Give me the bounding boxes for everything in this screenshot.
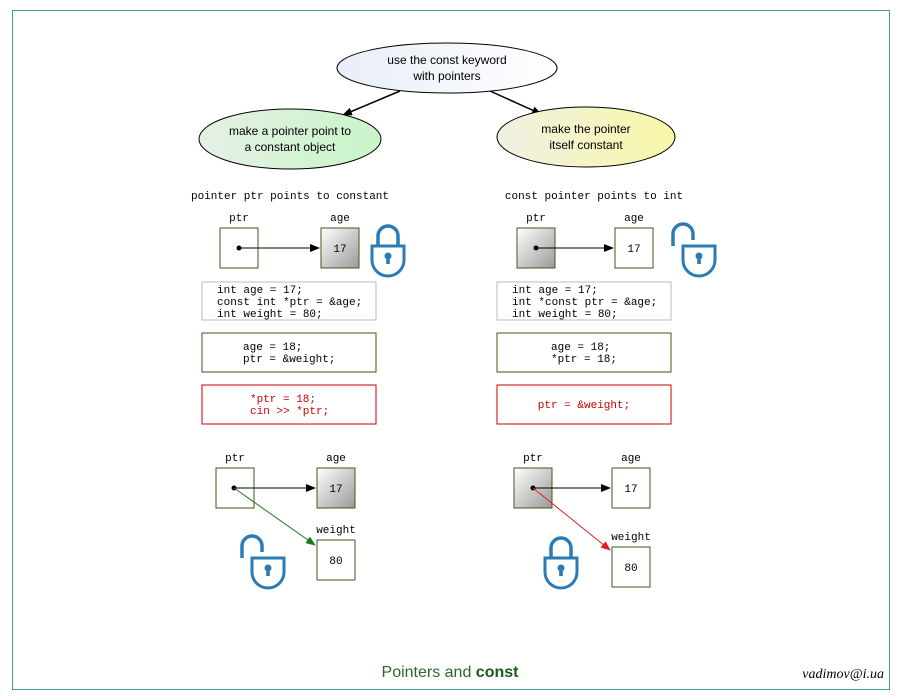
frame-border [12,10,890,690]
right-d2-weight-box [611,546,651,588]
left-d2-age-box [316,467,356,509]
caption-bold: const [475,664,519,681]
left-diagram-2: ptr age 17 weight 80 [215,453,356,590]
right-d2-arrow-weight [532,487,611,551]
right-d1-age-label: age [624,213,644,225]
left-code-decl: int age = 17; const int *ptr = &age; int… [201,281,377,321]
top-ellipse: use the const keyword with pointers [336,42,558,94]
left-decl-line: const int *ptr = &age; [217,297,362,309]
left-d1-age-value: 17 [333,244,346,256]
left-d1-ptr-label: ptr [229,213,249,225]
left-d2-weight-value: 80 [329,556,342,568]
left-d2-weight-box [316,539,356,581]
arrow-to-right [489,90,542,115]
left-d2-ptr-label: ptr [225,453,245,465]
left-ellipse-line1: make a pointer point to [229,124,351,138]
left-err-line: *ptr = 18; [250,394,316,406]
left-d1-age-box [320,227,360,269]
lock-closed-icon [543,536,579,590]
lock-open-icon [671,222,717,278]
left-ellipse: make a pointer point to a constant objec… [198,108,382,170]
right-decl-line: int age = 17; [512,285,598,297]
lock-closed-icon [370,224,406,278]
left-code-error: *ptr = 18; cin >> *ptr; [201,384,377,425]
right-decl-line: int *const ptr = &age; [512,297,657,309]
right-heading: const pointer points to int [505,191,683,203]
left-err-line: cin >> *ptr; [250,406,329,418]
left-d2-age-value: 17 [329,484,342,496]
right-d2-weight-label: weight [611,532,651,544]
left-d2-arrow-weight [233,487,316,546]
right-d2-age-box [611,467,651,509]
right-diagram-2: ptr age 17 weight 80 [513,453,651,590]
left-ok-line: ptr = &weight; [243,354,335,366]
left-code-ok: age = 18; ptr = &weight; [201,332,377,373]
right-d2-age-label: age [621,453,641,465]
right-code-error: ptr = &weight; [496,384,672,425]
left-decl-line: int weight = 80; [217,309,323,321]
top-ellipse-line2: with pointers [412,69,480,83]
right-diagram-1: ptr age 17 [516,213,717,278]
caption: Pointers and const [0,664,900,682]
right-decl-line: int weight = 80; [512,309,618,321]
right-ok-line: age = 18; [551,342,610,354]
left-diagram-1: ptr age 17 [219,213,406,278]
top-ellipse-line1: use the const keyword [387,53,506,67]
right-code-ok: age = 18; *ptr = 18; [496,332,672,373]
right-err-line: ptr = &weight; [538,400,630,412]
right-ellipse-line1: make the pointer [541,122,630,136]
arrow-to-left [342,90,401,116]
right-d2-ptr-label: ptr [523,453,543,465]
right-d2-age-value: 17 [624,484,637,496]
right-ellipse-line2: itself constant [549,138,623,152]
left-decl-line: int age = 17; [217,285,303,297]
right-code-decl: int age = 17; int *const ptr = &age; int… [496,281,672,321]
right-d1-ptr-label: ptr [526,213,546,225]
left-d2-age-label: age [326,453,346,465]
right-ok-line: *ptr = 18; [551,354,617,366]
right-d1-age-value: 17 [627,244,640,256]
caption-text: Pointers and [381,664,476,681]
author-credit: vadimov@i.ua [802,667,884,682]
left-d2-weight-label: weight [316,525,356,537]
right-d1-age-box [614,227,654,269]
left-d1-age-label: age [330,213,350,225]
left-heading: pointer ptr points to constant [191,191,389,203]
left-ellipse-line2: a constant object [245,140,336,154]
left-ok-line: age = 18; [243,342,302,354]
right-ellipse: make the pointer itself constant [496,106,676,168]
lock-open-icon [240,534,286,590]
right-d2-weight-value: 80 [624,563,637,575]
